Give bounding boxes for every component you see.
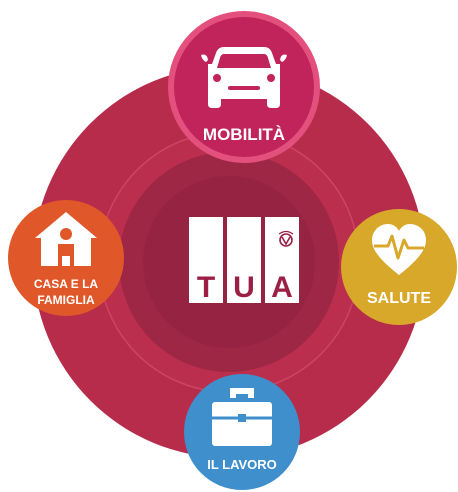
node-salute[interactable]: SALUTE xyxy=(341,209,457,325)
logo-letter-a: A xyxy=(271,271,293,304)
briefcase-icon xyxy=(212,388,272,446)
logo-panel-t xyxy=(189,217,223,303)
logo-panel-u xyxy=(227,217,261,303)
logo-emblem-icon xyxy=(278,230,294,247)
node-mobilita-label: MOBILITÀ xyxy=(203,125,285,144)
node-casa-label-line1: CASA E LA xyxy=(34,277,99,291)
logo-letter-u: U xyxy=(233,271,255,304)
node-casa-famiglia[interactable]: CASA E LA FAMIGLIA xyxy=(8,200,124,316)
node-lavoro[interactable]: IL LAVORO xyxy=(184,374,300,490)
tua-logo: T U A xyxy=(189,217,299,304)
node-casa-label-line2: FAMIGLIA xyxy=(37,293,95,307)
logo-letter-t: T xyxy=(197,271,215,304)
house-person-icon xyxy=(35,212,97,266)
node-mobilita[interactable]: MOBILITÀ xyxy=(168,11,320,163)
car-icon xyxy=(201,47,287,108)
node-lavoro-label: IL LAVORO xyxy=(207,457,277,472)
logo-panel-a xyxy=(265,217,299,303)
heart-pulse-icon xyxy=(372,224,426,275)
node-salute-label: SALUTE xyxy=(367,290,431,307)
